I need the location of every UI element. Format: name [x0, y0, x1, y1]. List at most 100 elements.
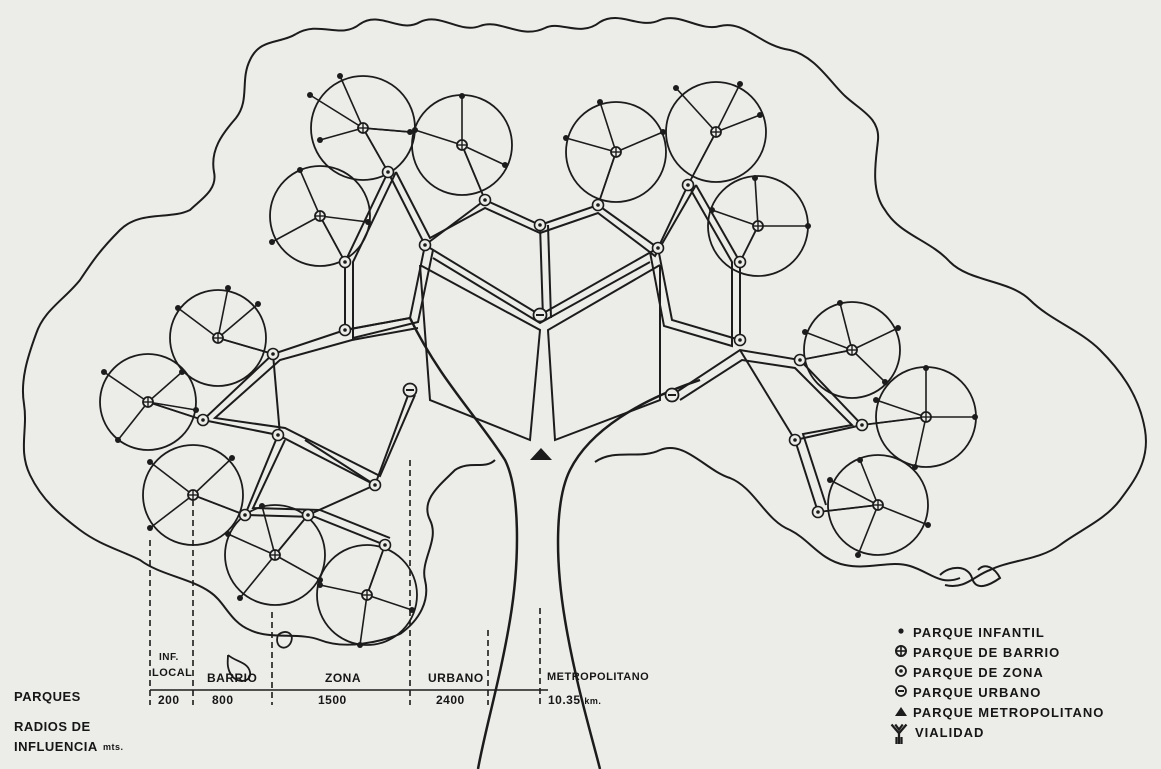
influence-spoke [800, 350, 852, 360]
zona-park-symbol [735, 335, 746, 346]
infantil-park-dot [255, 301, 261, 307]
legend-label-zona: PARQUE DE ZONA [913, 665, 1044, 680]
zona-park-symbol [268, 349, 279, 360]
infantil-park-dot [757, 112, 763, 118]
zona-park-symbol [303, 510, 314, 521]
infantil-park-dot [873, 397, 879, 403]
influence-spoke [805, 332, 852, 350]
influence-spoke [676, 88, 716, 132]
infantil-park-dot [563, 135, 569, 141]
legend-label-barrio: PARQUE DE BARRIO [913, 645, 1060, 660]
legend-label-vialidad: VIALIDAD [915, 725, 984, 740]
canopy-outline-right-inner [595, 448, 960, 580]
barrio-park-symbol [921, 412, 931, 422]
influence-spoke [860, 460, 878, 505]
influence-spoke [275, 555, 320, 580]
crossed-circle-icon [893, 643, 909, 659]
scale-barrio-label: BARRIO [207, 672, 257, 684]
infantil-park-dot [269, 239, 275, 245]
influence-spoke [915, 417, 926, 467]
infantil-park-dot [855, 552, 861, 558]
legend: PARQUE INFANTIL PARQUE DE BARRIO PARQUE … [893, 622, 1155, 742]
influence-spoke [150, 462, 193, 495]
influence-spoke [755, 178, 758, 226]
zona-park-symbol [340, 257, 351, 268]
influence-spoke [300, 170, 320, 216]
influence-spoke [240, 555, 275, 598]
zona-park-symbol [683, 180, 694, 191]
zona-park-symbol [795, 355, 806, 366]
zona-park-symbol [790, 435, 801, 446]
barrio-park-symbol [873, 500, 883, 510]
influence-spoke [363, 128, 410, 132]
park-nodes [198, 167, 868, 551]
influence-spoke [830, 480, 878, 505]
infantil-park-dot [193, 407, 199, 413]
infantil-park-dot [357, 642, 363, 648]
legend-item-urbano: PARQUE URBANO [893, 682, 1155, 702]
infantil-park-dot [337, 73, 343, 79]
influence-spoke [858, 505, 878, 555]
infantil-park-dot [673, 85, 679, 91]
influence-spoke [320, 216, 345, 262]
title-unit: mts. [103, 743, 124, 752]
zona-park-symbol [857, 420, 868, 431]
influence-spoke [193, 458, 232, 495]
scale-zona-label: ZONA [325, 672, 361, 684]
infantil-park-dot [882, 379, 888, 385]
infantil-park-dot [317, 582, 323, 588]
zona-park-symbol [273, 430, 284, 441]
zona-park-symbol [198, 415, 209, 426]
influence-spoke [840, 303, 852, 350]
metropolitan-park-triangle [530, 448, 552, 460]
influence-spoke [852, 350, 885, 382]
legend-label-infantil: PARQUE INFANTIL [913, 625, 1045, 640]
influence-spoke [862, 417, 926, 425]
infantil-park-dot [837, 300, 843, 306]
infantil-park-dot [660, 129, 666, 135]
scale-metro-radius-value: 10.35 [548, 693, 581, 707]
infantil-park-dot [459, 93, 465, 99]
barrio-park-symbol [457, 140, 467, 150]
infantil-park-dot [317, 137, 323, 143]
zona-park-symbol [340, 325, 351, 336]
infantil-park-dot [229, 455, 235, 461]
urbano-park-symbol [666, 389, 679, 402]
urbano-park-symbol [534, 309, 547, 322]
canopy-detail-mid [277, 632, 292, 648]
infantil-park-dot [412, 127, 418, 133]
infantil-park-dot [307, 92, 313, 98]
infantil-park-dot [115, 437, 121, 443]
zona-park-symbol [653, 243, 664, 254]
barred-circle-icon [893, 683, 909, 699]
zona-park-symbol [370, 480, 381, 491]
influence-spoke [688, 132, 716, 185]
legend-item-barrio: PARQUE DE BARRIO [893, 642, 1155, 662]
infantil-park-dot [297, 167, 303, 173]
trunk-right [558, 380, 700, 769]
zona-park-symbol [813, 507, 824, 518]
infantil-park-dot [179, 369, 185, 375]
influence-spoke [360, 595, 367, 645]
title-radios: RADIOS DE [14, 720, 91, 733]
barrio-park-symbol [188, 490, 198, 500]
infantil-park-dot [502, 162, 508, 168]
infantil-park-dot [225, 285, 231, 291]
infantil-park-dot [365, 219, 371, 225]
influence-spoke [193, 495, 245, 515]
influence-spoke [148, 402, 196, 410]
infantil-park-dot [857, 457, 863, 463]
infantil-park-dot [147, 459, 153, 465]
infantil-park-dot [225, 531, 231, 537]
infantil-park-dot [597, 99, 603, 105]
scale-metro-radius-unit: km. [584, 696, 601, 706]
influence-spoke [150, 495, 193, 528]
zona-park-symbol [480, 195, 491, 206]
influence-spoke [272, 216, 320, 242]
infantil-park-dot [101, 369, 107, 375]
scale-urbano-radius: 2400 [436, 694, 465, 706]
influence-spoke [104, 372, 148, 402]
infantil-park-dot [827, 477, 833, 483]
influence-spoke [852, 328, 898, 350]
legend-item-zona: PARQUE DE ZONA [893, 662, 1155, 682]
